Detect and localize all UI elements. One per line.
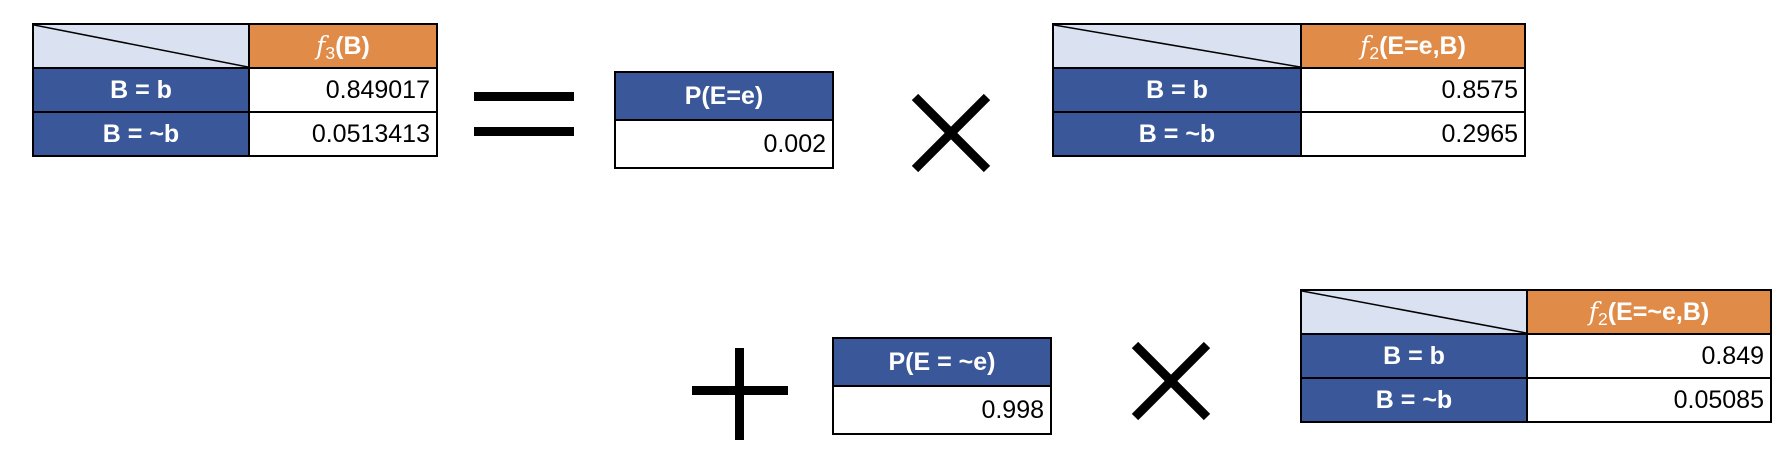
row-label-b: B = b (1052, 67, 1302, 113)
f3-table: f3(B) B = b 0.849017 B = ~b 0.0513413 (32, 23, 438, 157)
f2-not-e-header: f2(E=~e,B) (1526, 289, 1772, 335)
f2-not-e-value-b: 0.849 (1526, 333, 1772, 379)
p-e-header: P(E=e) (614, 71, 834, 121)
p-not-e-value: 0.998 (832, 385, 1052, 435)
f3-header: f3(B) (248, 23, 438, 69)
row-label-not-b: B = ~b (1300, 377, 1528, 423)
plus-sign: + (692, 348, 788, 440)
table-corner-cell (32, 23, 250, 69)
equals-sign: = (474, 92, 574, 136)
f2-e-header: f2(E=e,B) (1300, 23, 1526, 69)
times-sign: × (910, 92, 992, 174)
p-not-e-table: P(E = ~e) 0.998 (832, 337, 1052, 435)
table-corner-cell (1300, 289, 1528, 335)
f2-e-table: f2(E=e,B) B = b 0.8575 B = ~b 0.2965 (1052, 23, 1526, 157)
p-not-e-header: P(E = ~e) (832, 337, 1052, 387)
f2-e-value-b: 0.8575 (1300, 67, 1526, 113)
f2-not-e-value-not-b: 0.05085 (1526, 377, 1772, 423)
times-sign: × (1130, 340, 1212, 422)
row-label-b: B = b (1300, 333, 1528, 379)
row-label-not-b: B = ~b (32, 111, 250, 157)
table-corner-cell (1052, 23, 1302, 69)
row-label-not-b: B = ~b (1052, 111, 1302, 157)
f3-value-b: 0.849017 (248, 67, 438, 113)
f3-value-not-b: 0.0513413 (248, 111, 438, 157)
p-e-value: 0.002 (614, 119, 834, 169)
f2-e-value-not-b: 0.2965 (1300, 111, 1526, 157)
row-label-b: B = b (32, 67, 250, 113)
p-e-table: P(E=e) 0.002 (614, 71, 834, 169)
f2-not-e-table: f2(E=~e,B) B = b 0.849 B = ~b 0.05085 (1300, 289, 1772, 423)
